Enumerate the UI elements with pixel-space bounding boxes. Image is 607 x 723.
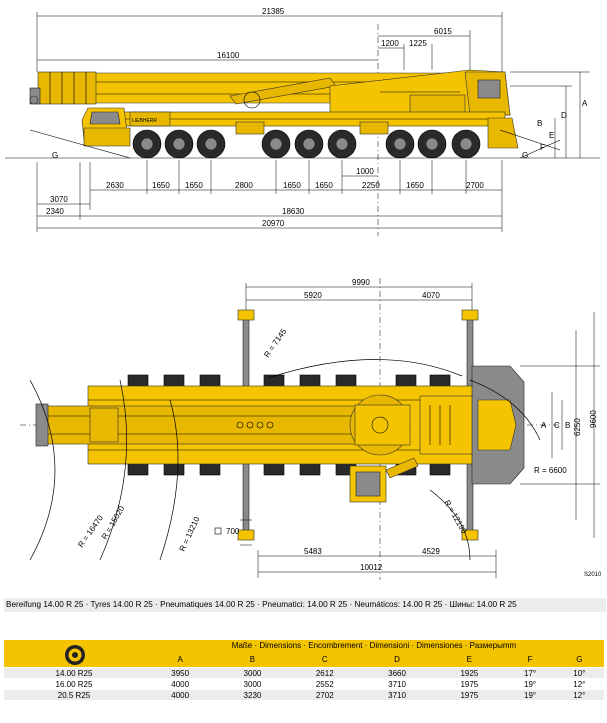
table-header-line: Maße · Dimensions · Encombrement · Dimen… xyxy=(144,640,604,651)
axle-spacing: 1650 xyxy=(315,181,333,190)
label-b: B xyxy=(537,119,542,128)
label-g-front: G xyxy=(52,151,58,160)
label-a: A xyxy=(582,99,588,108)
radius-6600: R = 6600 xyxy=(534,466,567,475)
table-row: 20.5 R25 4000 3230 2702 3710 1975 19° 12… xyxy=(4,689,604,700)
value-cell: 2552 xyxy=(288,678,361,690)
tyre-cell: 16.00 R25 xyxy=(4,678,144,690)
value-cell: 19° xyxy=(505,689,555,700)
label-d: D xyxy=(561,111,567,120)
radius-13210: R = 13210 xyxy=(178,515,202,553)
radius-12190: R = 12190 xyxy=(442,499,469,536)
value-cell: 1925 xyxy=(433,667,506,679)
value-cell: 4000 xyxy=(144,678,217,690)
dimensions-table: Maße · Dimensions · Encombrement · Dimen… xyxy=(4,640,604,700)
dim-18630: 18630 xyxy=(282,207,305,216)
axle-spacing: 2800 xyxy=(235,181,253,190)
value-cell: 3950 xyxy=(144,667,217,679)
dim-1000: 1000 xyxy=(356,167,374,176)
label-b-top: B xyxy=(565,421,570,430)
side-view: 21385 6015 1200 1225 16100 xyxy=(5,7,600,236)
axle-spacing: 1650 xyxy=(152,181,170,190)
label-e: E xyxy=(549,131,554,140)
col-header: G xyxy=(554,651,604,668)
dim-700: 700 xyxy=(226,527,240,536)
axle-spacing: 1650 xyxy=(406,181,424,190)
dim-10012: 10012 xyxy=(360,563,383,572)
dim-1200: 1200 xyxy=(381,39,399,48)
col-header: B xyxy=(216,651,289,668)
table-row: 16.00 R25 4000 3000 2552 3710 1975 19° 1… xyxy=(4,678,604,690)
dim-16100: 16100 xyxy=(217,51,240,60)
tyre-icon xyxy=(65,645,85,665)
dim-3070: 3070 xyxy=(50,195,68,204)
value-cell: 3660 xyxy=(360,667,434,679)
dim-2340: 2340 xyxy=(46,207,64,216)
tyres-line: Bereifung 14.00 R 25 · Tyres 14.00 R 25 … xyxy=(4,598,606,612)
tyre-header xyxy=(4,640,144,668)
value-cell: 3710 xyxy=(360,689,434,700)
radius-16470: R = 16470 xyxy=(76,513,105,549)
top-view: 9990 5920 4070 xyxy=(20,278,602,580)
value-cell: 3710 xyxy=(360,678,434,690)
axle-spacing: 2250 xyxy=(362,181,380,190)
dim-1225: 1225 xyxy=(409,39,427,48)
axle-spacing: 1650 xyxy=(283,181,301,190)
svg-text:LIEBHERR: LIEBHERR xyxy=(132,118,157,124)
value-cell: 3000 xyxy=(216,667,289,679)
axle-spacing: 2630 xyxy=(106,181,124,190)
dim-9600: 9600 xyxy=(589,410,598,428)
value-cell: 19° xyxy=(505,678,555,690)
dim-6015: 6015 xyxy=(434,27,452,36)
value-cell: 1975 xyxy=(433,678,506,690)
wheels xyxy=(132,129,481,159)
value-cell: 17° xyxy=(505,667,555,679)
label-c-top: C xyxy=(554,421,560,430)
value-cell: 1975 xyxy=(433,689,506,700)
value-cell: 3230 xyxy=(216,689,289,700)
col-header: D xyxy=(360,651,434,668)
label-a-top: A xyxy=(541,421,547,430)
tyre-cell: 20.5 R25 xyxy=(4,689,144,700)
value-cell: 12° xyxy=(554,689,604,700)
value-cell: 4000 xyxy=(144,689,217,700)
col-header: E xyxy=(433,651,506,668)
radius-15020: R = 15020 xyxy=(100,504,127,541)
value-cell: 2612 xyxy=(288,667,361,679)
dim-6250: 6250 xyxy=(573,418,582,436)
value-cell: 10° xyxy=(554,667,604,679)
dim-20970: 20970 xyxy=(262,219,285,228)
axle-spacing: 1650 xyxy=(185,181,203,190)
col-header: F xyxy=(505,651,555,668)
dim-5483: 5483 xyxy=(304,547,322,556)
dim-9990: 9990 xyxy=(352,278,370,287)
dim-4529: 4529 xyxy=(422,547,440,556)
value-cell: 3000 xyxy=(216,678,289,690)
dim-21385: 21385 xyxy=(262,7,285,16)
radius-7145: R = 7145 xyxy=(262,327,288,359)
label-f: F xyxy=(540,143,545,152)
axle-spacing: 2700 xyxy=(466,181,484,190)
drawing-code: S2010 xyxy=(584,572,602,578)
col-header: A xyxy=(144,651,217,668)
technical-drawing: 21385 6015 1200 1225 16100 xyxy=(5,7,602,580)
tyre-cell: 14.00 R25 xyxy=(4,667,144,679)
col-header: C xyxy=(288,651,361,668)
value-cell: 2702 xyxy=(288,689,361,700)
dim-5920: 5920 xyxy=(304,291,322,300)
table-row: 14.00 R25 3950 3000 2612 3660 1925 17° 1… xyxy=(4,667,604,679)
dim-4070: 4070 xyxy=(422,291,440,300)
label-g-rear: G xyxy=(522,151,528,160)
value-cell: 12° xyxy=(554,678,604,690)
